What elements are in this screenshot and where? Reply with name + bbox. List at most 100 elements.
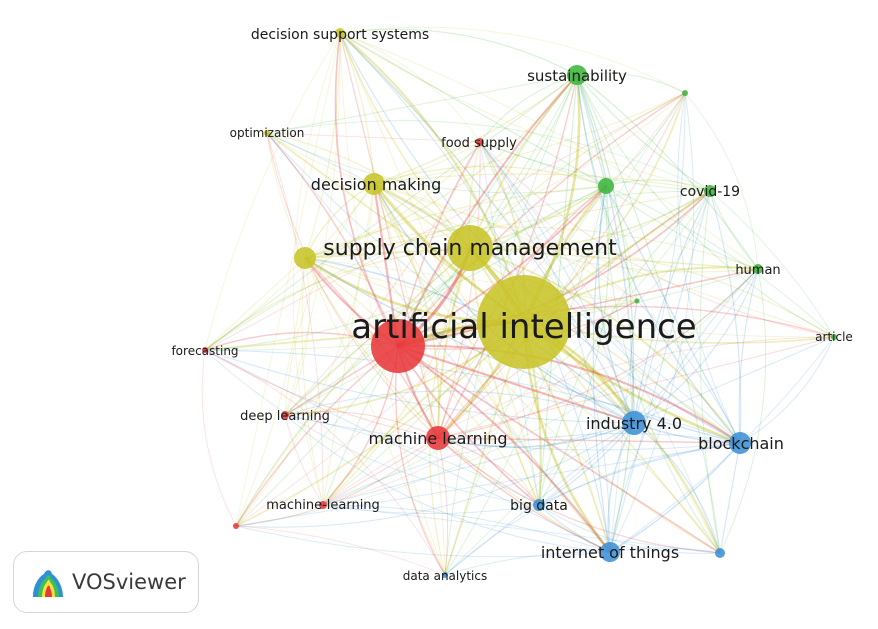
edge-sustainability-green-small bbox=[576, 74, 638, 302]
node-food-supply[interactable] bbox=[476, 138, 484, 146]
edge-food-supply-industry-4-0 bbox=[479, 141, 635, 424]
node-forecasting[interactable] bbox=[202, 347, 208, 353]
edge-decision-making-machine-learning-2 bbox=[322, 183, 375, 506]
label-artificial-intelligence[interactable]: artificial intelligence bbox=[351, 307, 696, 347]
label-big-data[interactable]: big data bbox=[510, 498, 568, 514]
edge-industry-4-0-internet-of-things bbox=[607, 422, 635, 553]
edge-optimization-internet-of-things bbox=[266, 132, 611, 553]
node-deep-learning[interactable] bbox=[281, 411, 289, 419]
edge-human-big-data bbox=[538, 268, 759, 506]
edge-industry-4-0-big-data bbox=[538, 422, 635, 506]
edge-yellow-unlabeled-machine-learning-2 bbox=[301, 257, 324, 506]
node-blue-right[interactable] bbox=[715, 548, 725, 558]
node-covid-19[interactable] bbox=[704, 185, 716, 197]
node-yellow-unlabeled[interactable] bbox=[294, 247, 316, 269]
edge-decision-making-forecasting bbox=[204, 183, 375, 351]
node-decision-support-systems[interactable] bbox=[335, 28, 345, 38]
node-data-analytics[interactable] bbox=[442, 572, 448, 578]
edge-deep-learning-machine-learning-2 bbox=[284, 414, 324, 506]
label-forecasting[interactable]: forecasting bbox=[171, 344, 238, 358]
edge-article-internet-of-things bbox=[609, 336, 835, 553]
edge-decision-support-systems-food-supply bbox=[339, 32, 481, 143]
edge-optimization-yellow-unlabeled bbox=[266, 132, 306, 259]
edge-food-supply-blockchain bbox=[479, 141, 741, 444]
edge-machine-learning-internet-of-things bbox=[437, 437, 611, 553]
node-internet-of-things[interactable] bbox=[600, 542, 620, 562]
edge-machine-learning-deep-learning bbox=[284, 411, 439, 439]
edge-machine-learning-data-analytics bbox=[437, 437, 449, 576]
edge-sustainability-internet-of-things bbox=[576, 74, 635, 553]
edge-forecasting-industry-4-0 bbox=[204, 349, 635, 424]
edge-decision-support-systems-sustainability bbox=[339, 28, 578, 76]
edge-yellow-unlabeled-blue-right bbox=[304, 257, 721, 554]
edge-machine-learning-2-green-small bbox=[322, 300, 638, 506]
edge-green-mid-blue-right bbox=[605, 185, 721, 554]
edge-forecasting-green-mid bbox=[204, 185, 607, 351]
edge-supply-chain-management-forecasting bbox=[204, 247, 471, 351]
node-red-small[interactable] bbox=[233, 523, 239, 529]
label-internet-of-things[interactable]: internet of things bbox=[541, 543, 679, 562]
edge-machine-learning-food-supply bbox=[437, 141, 481, 439]
edge-covid-19-human bbox=[709, 190, 759, 270]
edge-blockchain-data-analytics bbox=[444, 442, 741, 576]
label-article[interactable]: article bbox=[815, 330, 853, 344]
node-optimization[interactable] bbox=[264, 130, 270, 136]
edge-food-supply-sustainability bbox=[479, 74, 578, 143]
node-sustainability[interactable] bbox=[567, 65, 587, 85]
vosviewer-logo-icon bbox=[33, 570, 63, 597]
label-decision-making[interactable]: decision making bbox=[311, 175, 441, 194]
edge-optimization-machine-learning-2 bbox=[266, 132, 324, 506]
label-covid-19[interactable]: covid-19 bbox=[680, 184, 740, 200]
node-green-small[interactable] bbox=[634, 298, 640, 304]
label-decision-support-systems[interactable]: decision support systems bbox=[251, 27, 429, 43]
edge-supply-chain-management-machine-learning bbox=[437, 247, 471, 439]
edge-food-supply-blue-right bbox=[479, 141, 721, 554]
label-deep-learning[interactable]: deep learning bbox=[240, 409, 330, 424]
node-big-data[interactable] bbox=[533, 499, 545, 511]
node-machine-learning-2[interactable] bbox=[319, 501, 327, 509]
node-article[interactable] bbox=[831, 334, 837, 340]
node-machine-learning[interactable] bbox=[426, 426, 450, 450]
edge-green-top-blockchain bbox=[677, 92, 741, 444]
node-ai-red[interactable] bbox=[371, 319, 425, 373]
edge-machine-learning-2-blue-right bbox=[322, 504, 721, 554]
node-decision-making[interactable] bbox=[363, 173, 385, 195]
edge-ai-red-blockchain bbox=[397, 344, 741, 444]
node-green-top[interactable] bbox=[682, 90, 688, 96]
node-industry-4-0[interactable] bbox=[622, 411, 646, 435]
label-optimization[interactable]: optimization bbox=[230, 126, 305, 140]
node-artificial-intelligence[interactable] bbox=[477, 275, 571, 369]
edge-decision-making-machine-learning bbox=[373, 183, 440, 439]
edge-forecasting-sustainability bbox=[204, 74, 578, 351]
edge-yellow-unlabeled-deep-learning bbox=[284, 257, 311, 416]
edge-ai-red-red-small bbox=[235, 345, 399, 527]
label-food-supply[interactable]: food supply bbox=[441, 136, 517, 151]
label-human[interactable]: human bbox=[735, 263, 780, 278]
node-blockchain[interactable] bbox=[729, 432, 751, 454]
label-sustainability[interactable]: sustainability bbox=[527, 67, 627, 85]
edge-optimization-sustainability bbox=[266, 74, 578, 134]
edge-machine-learning-blue-right bbox=[437, 437, 721, 554]
edge-article-blockchain bbox=[739, 336, 835, 444]
label-machine-learning-2[interactable]: machine-learning bbox=[266, 498, 380, 513]
label-industry-4-0[interactable]: industry 4.0 bbox=[586, 414, 682, 433]
edge-food-supply-article bbox=[479, 141, 835, 338]
edge-human-data-analytics bbox=[444, 268, 759, 576]
edge-ai-red-green-top bbox=[397, 92, 686, 347]
node-human[interactable] bbox=[753, 264, 763, 274]
edge-decision-support-systems-blockchain bbox=[339, 32, 741, 444]
label-supply-chain-management[interactable]: supply chain management bbox=[323, 236, 617, 261]
node-green-mid[interactable] bbox=[598, 178, 614, 194]
label-machine-learning[interactable]: machine learning bbox=[368, 429, 507, 448]
node-supply-chain-management[interactable] bbox=[447, 225, 493, 271]
edge-human-blue-right bbox=[719, 268, 767, 554]
edge-optimization-ai-red bbox=[266, 132, 399, 347]
edge-yellow-unlabeled-green-small bbox=[304, 257, 638, 302]
edge-machine-learning-forecasting bbox=[204, 349, 439, 439]
label-data-analytics[interactable]: data analytics bbox=[403, 569, 487, 583]
label-blockchain[interactable]: blockchain bbox=[698, 434, 784, 453]
edge-green-mid-industry-4-0 bbox=[597, 185, 635, 424]
edge-ai-red-blue-right bbox=[397, 345, 721, 554]
edge-deep-learning-big-data bbox=[284, 414, 540, 506]
